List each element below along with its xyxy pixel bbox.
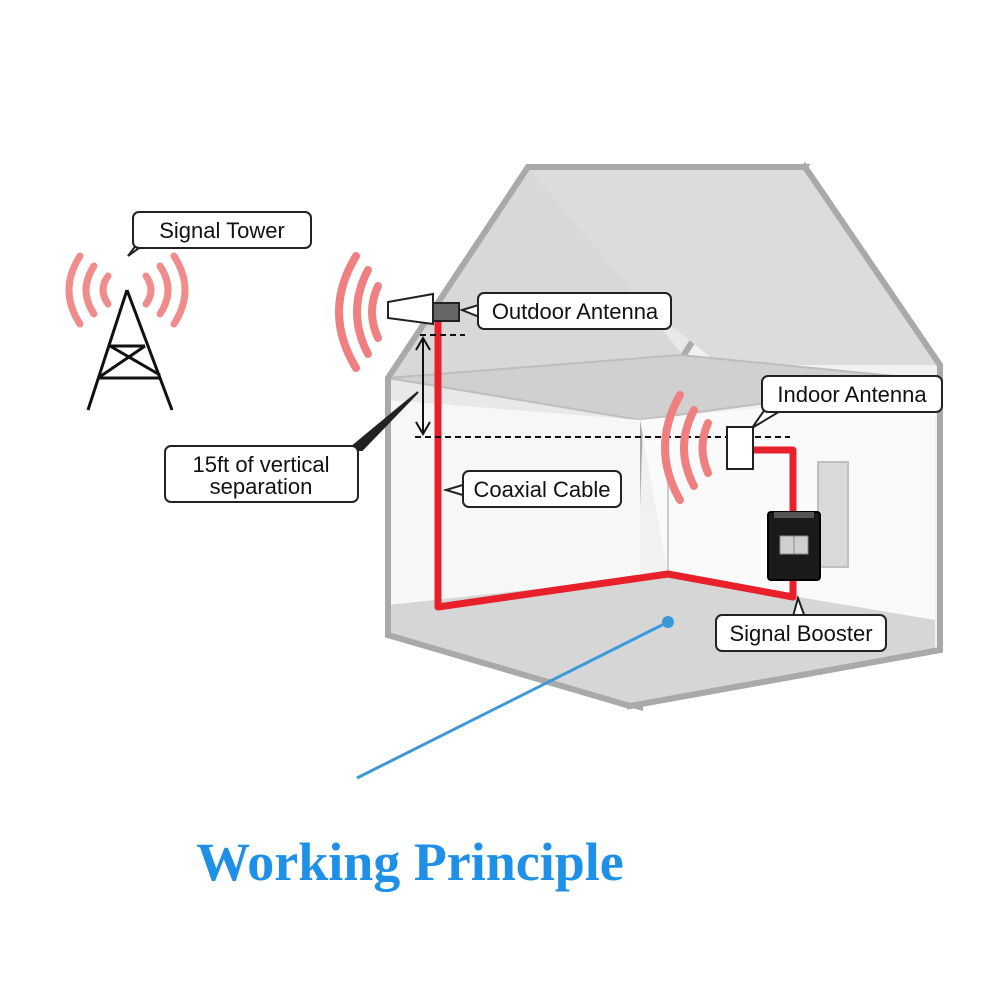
indoor-antenna-icon	[726, 426, 754, 470]
tower-leg-left	[86, 289, 129, 411]
booster-fin	[774, 512, 814, 518]
label-outdoor-antenna: Outdoor Antenna	[477, 292, 672, 330]
antenna-body	[387, 292, 434, 326]
wave-arc	[680, 406, 698, 490]
label-box	[462, 470, 622, 508]
wave-arc	[335, 252, 360, 372]
label-indoor-antenna: Indoor Antenna	[761, 375, 943, 413]
tower-brace	[97, 344, 146, 380]
label-box	[164, 445, 359, 503]
outdoor-antenna-icon	[387, 292, 460, 326]
house-illustration	[385, 161, 943, 711]
label-text-line2: separation	[210, 474, 313, 499]
wave-arc	[65, 252, 84, 328]
arrow-head-down	[415, 421, 431, 436]
label-text: Signal Tower	[159, 218, 285, 243]
label-text-line1: 15ft of vertical	[193, 452, 330, 477]
outdoor-antenna-waves	[335, 252, 382, 372]
label-vertical-separation: 15ft of vertical separation	[164, 445, 359, 503]
label-signal-tower: Signal Tower	[132, 211, 312, 249]
tower-signal-waves	[65, 252, 189, 328]
window	[817, 461, 849, 568]
signal-booster-icon	[767, 511, 821, 581]
label-box	[132, 211, 312, 249]
antenna-connector	[432, 302, 460, 322]
tower-leg-right	[125, 289, 174, 411]
wave-arc	[99, 272, 112, 308]
wave-arc	[368, 282, 382, 342]
label-coaxial-cable: Coaxial Cable	[462, 470, 622, 508]
label-text: Outdoor Antenna	[492, 299, 659, 324]
wave-arc	[170, 252, 189, 328]
coaxial-cable-line-indoor	[748, 446, 797, 515]
wave-arc	[698, 419, 712, 477]
wave-arc	[353, 266, 372, 358]
title-pointer-line	[356, 620, 669, 780]
label-text: Indoor Antenna	[777, 382, 927, 407]
indoor-antenna-waves	[661, 391, 712, 504]
wave-arc	[142, 272, 155, 308]
coaxial-cable-line	[434, 320, 797, 611]
label-box	[477, 292, 672, 330]
diagram-title: Working Principle	[196, 832, 624, 892]
label-box	[715, 614, 887, 652]
house-frame	[385, 164, 943, 710]
arrow-head-up	[415, 336, 431, 351]
title-pointer-dot	[662, 616, 674, 628]
wave-arc	[156, 262, 172, 318]
label-text: Coaxial Cable	[474, 477, 611, 502]
label-signal-booster: Signal Booster	[715, 614, 887, 652]
wave-arc	[661, 391, 684, 504]
label-text: Signal Booster	[729, 621, 872, 646]
tower-brace	[109, 344, 161, 377]
label-box	[761, 375, 943, 413]
wave-arc	[82, 262, 98, 318]
signal-tower-icon	[86, 289, 174, 411]
